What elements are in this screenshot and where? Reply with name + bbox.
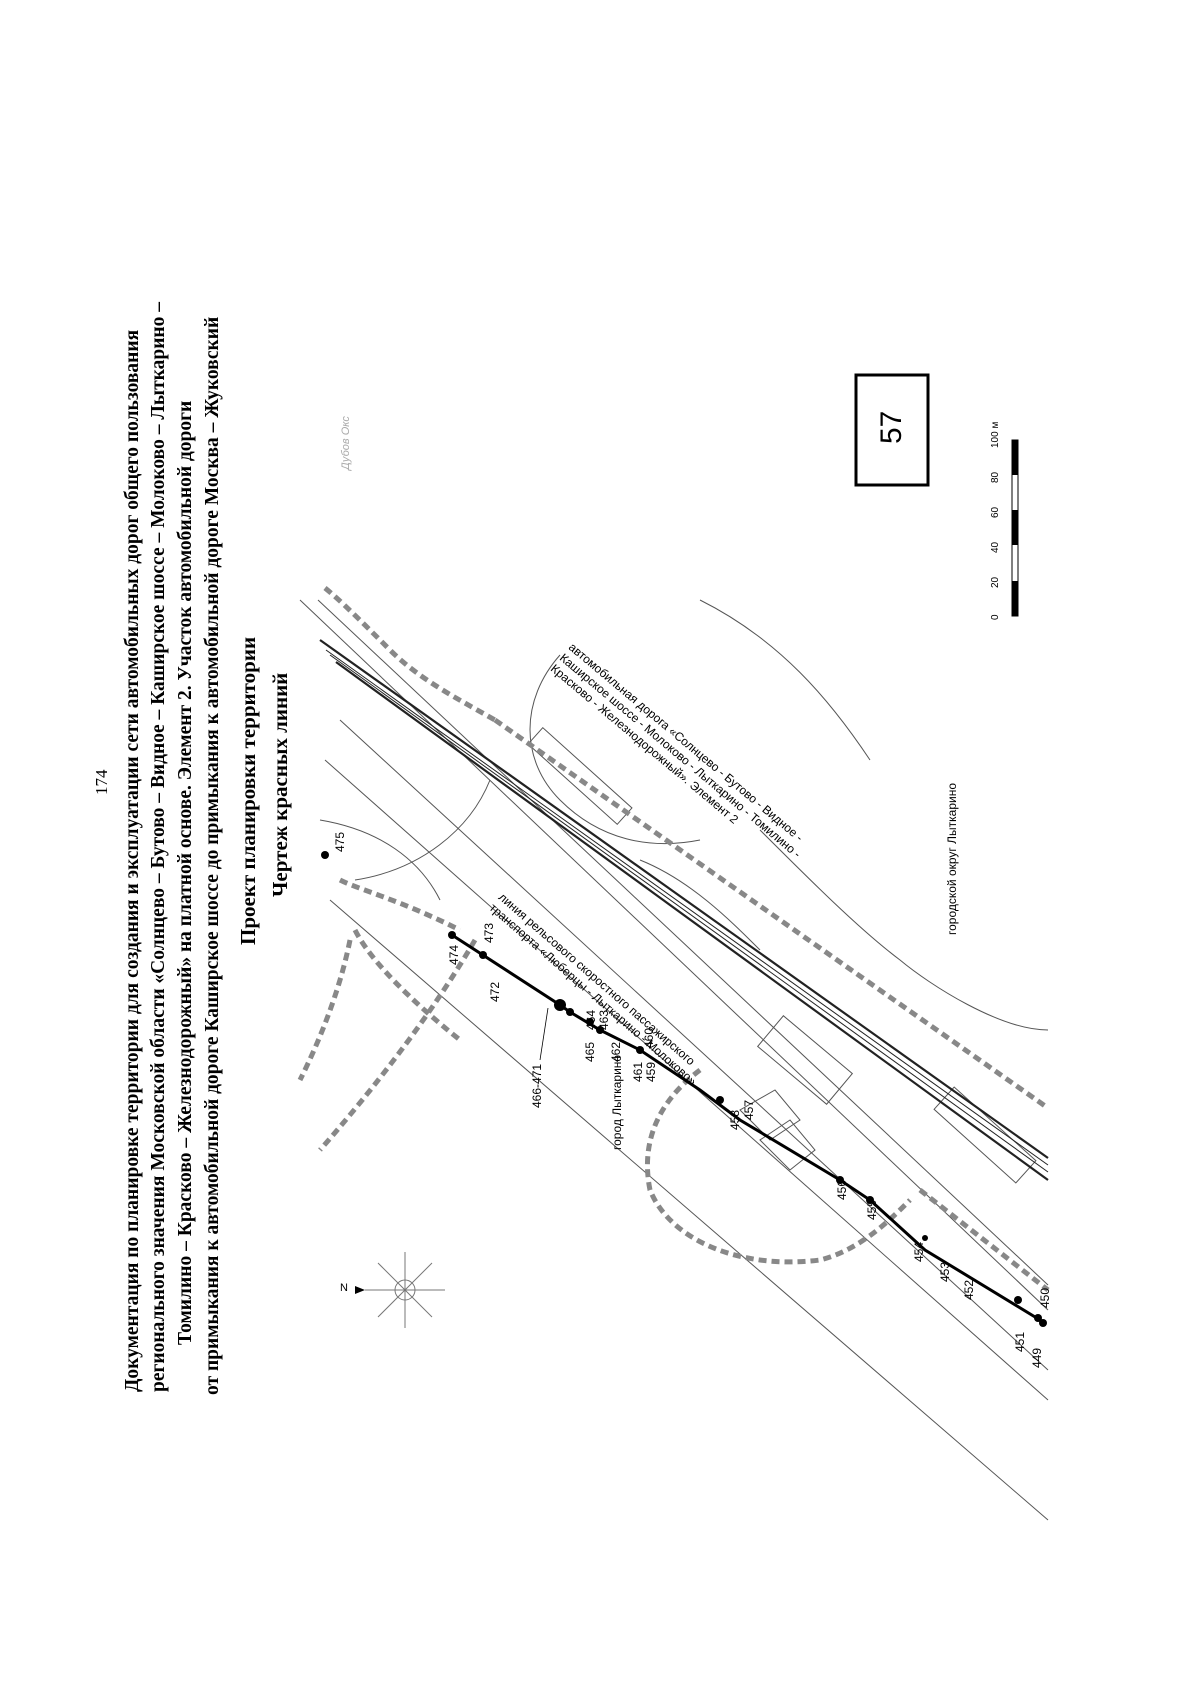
sheet-number: 57 <box>875 410 908 444</box>
point-label-459: 459 <box>644 1061 658 1082</box>
context-lines <box>299 599 1049 1521</box>
boundary-dashed-lines <box>297 586 1050 1292</box>
point-label-454: 454 <box>912 1241 926 1262</box>
point-label-464: 464 <box>584 1009 598 1030</box>
point-label-452: 452 <box>962 1279 976 1300</box>
scale-tick-100: 100 м <box>990 421 1001 448</box>
north-arrow-icon <box>355 1286 365 1294</box>
point-label-451: 451 <box>1013 1331 1027 1352</box>
red-line-points <box>321 851 1047 1327</box>
point-label-473: 473 <box>482 922 496 943</box>
point-label-453: 453 <box>938 1261 952 1282</box>
point-label-461: 461 <box>631 1061 645 1082</box>
point-label-475: 475 <box>333 831 347 852</box>
scale-tick-80: 80 <box>990 471 1001 483</box>
point-label-458: 458 <box>728 1109 742 1130</box>
highway-corridor <box>319 639 1049 1181</box>
point-label-472: 472 <box>488 981 502 1002</box>
district-label: городской округ Лыткарино <box>945 782 959 935</box>
compass-icon <box>365 1252 445 1328</box>
point-label-465: 465 <box>583 1041 597 1062</box>
scale-tick-40: 40 <box>990 541 1001 553</box>
sheet-number-box <box>854 373 930 487</box>
point-label-450: 450 <box>1038 1287 1052 1308</box>
scale-tick-60: 60 <box>990 506 1001 518</box>
point-label-457: 457 <box>742 1099 756 1120</box>
point-label-456: 456 <box>835 1179 849 1200</box>
leader-line <box>539 1007 549 1061</box>
point-label-463: 463 <box>597 1009 611 1030</box>
point-label-455: 455 <box>865 1199 879 1220</box>
north-label: N <box>340 1282 348 1294</box>
scale-bar <box>1011 439 1019 617</box>
city-label: город Лыткарино <box>610 1054 624 1150</box>
point-label-462: 462 <box>609 1041 623 1062</box>
scale-tick-20: 20 <box>990 576 1001 588</box>
point-label-449: 449 <box>1030 1347 1044 1368</box>
scale-tick-0: 0 <box>990 614 1001 620</box>
point-label-474: 474 <box>447 944 461 965</box>
point-label-460: 460 <box>642 1027 656 1048</box>
point-label-466-471: 466-471 <box>530 1063 544 1108</box>
stamp-text: Дубов Окс <box>340 416 352 470</box>
red-line <box>451 933 1041 1322</box>
